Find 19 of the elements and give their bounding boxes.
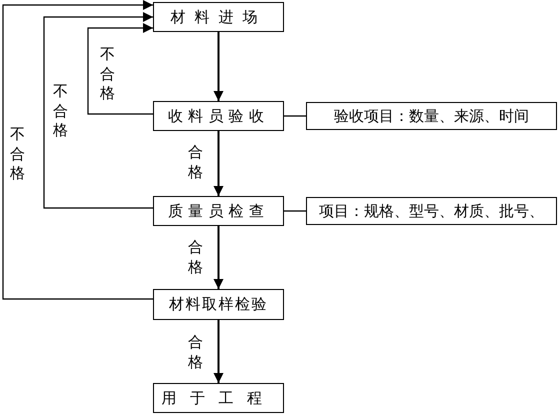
- process-box: 验收项目：数量、来源、时间: [306, 102, 557, 130]
- process-box: 质量员检查: [153, 196, 284, 226]
- process-box: 项目：规格、型号、材质、批号、: [306, 197, 557, 225]
- process-box: 材料进场: [153, 2, 284, 32]
- arrow: [43, 12, 153, 209]
- edge-label: 合格: [188, 238, 203, 277]
- edge-label: 合格: [188, 333, 203, 372]
- arrow: [214, 131, 224, 196]
- process-box: 材料取样检验: [153, 289, 284, 320]
- connector-line: [284, 210, 306, 212]
- arrow: [214, 226, 224, 289]
- connector-line: [284, 115, 306, 117]
- arrow: [2, 0, 153, 300]
- process-box: 收料员验收: [153, 101, 284, 131]
- arrow: [87, 23, 153, 115]
- process-box: 用于工程: [153, 383, 284, 413]
- edge-label: 合格: [188, 143, 203, 182]
- arrow: [214, 320, 224, 383]
- arrow: [214, 32, 224, 101]
